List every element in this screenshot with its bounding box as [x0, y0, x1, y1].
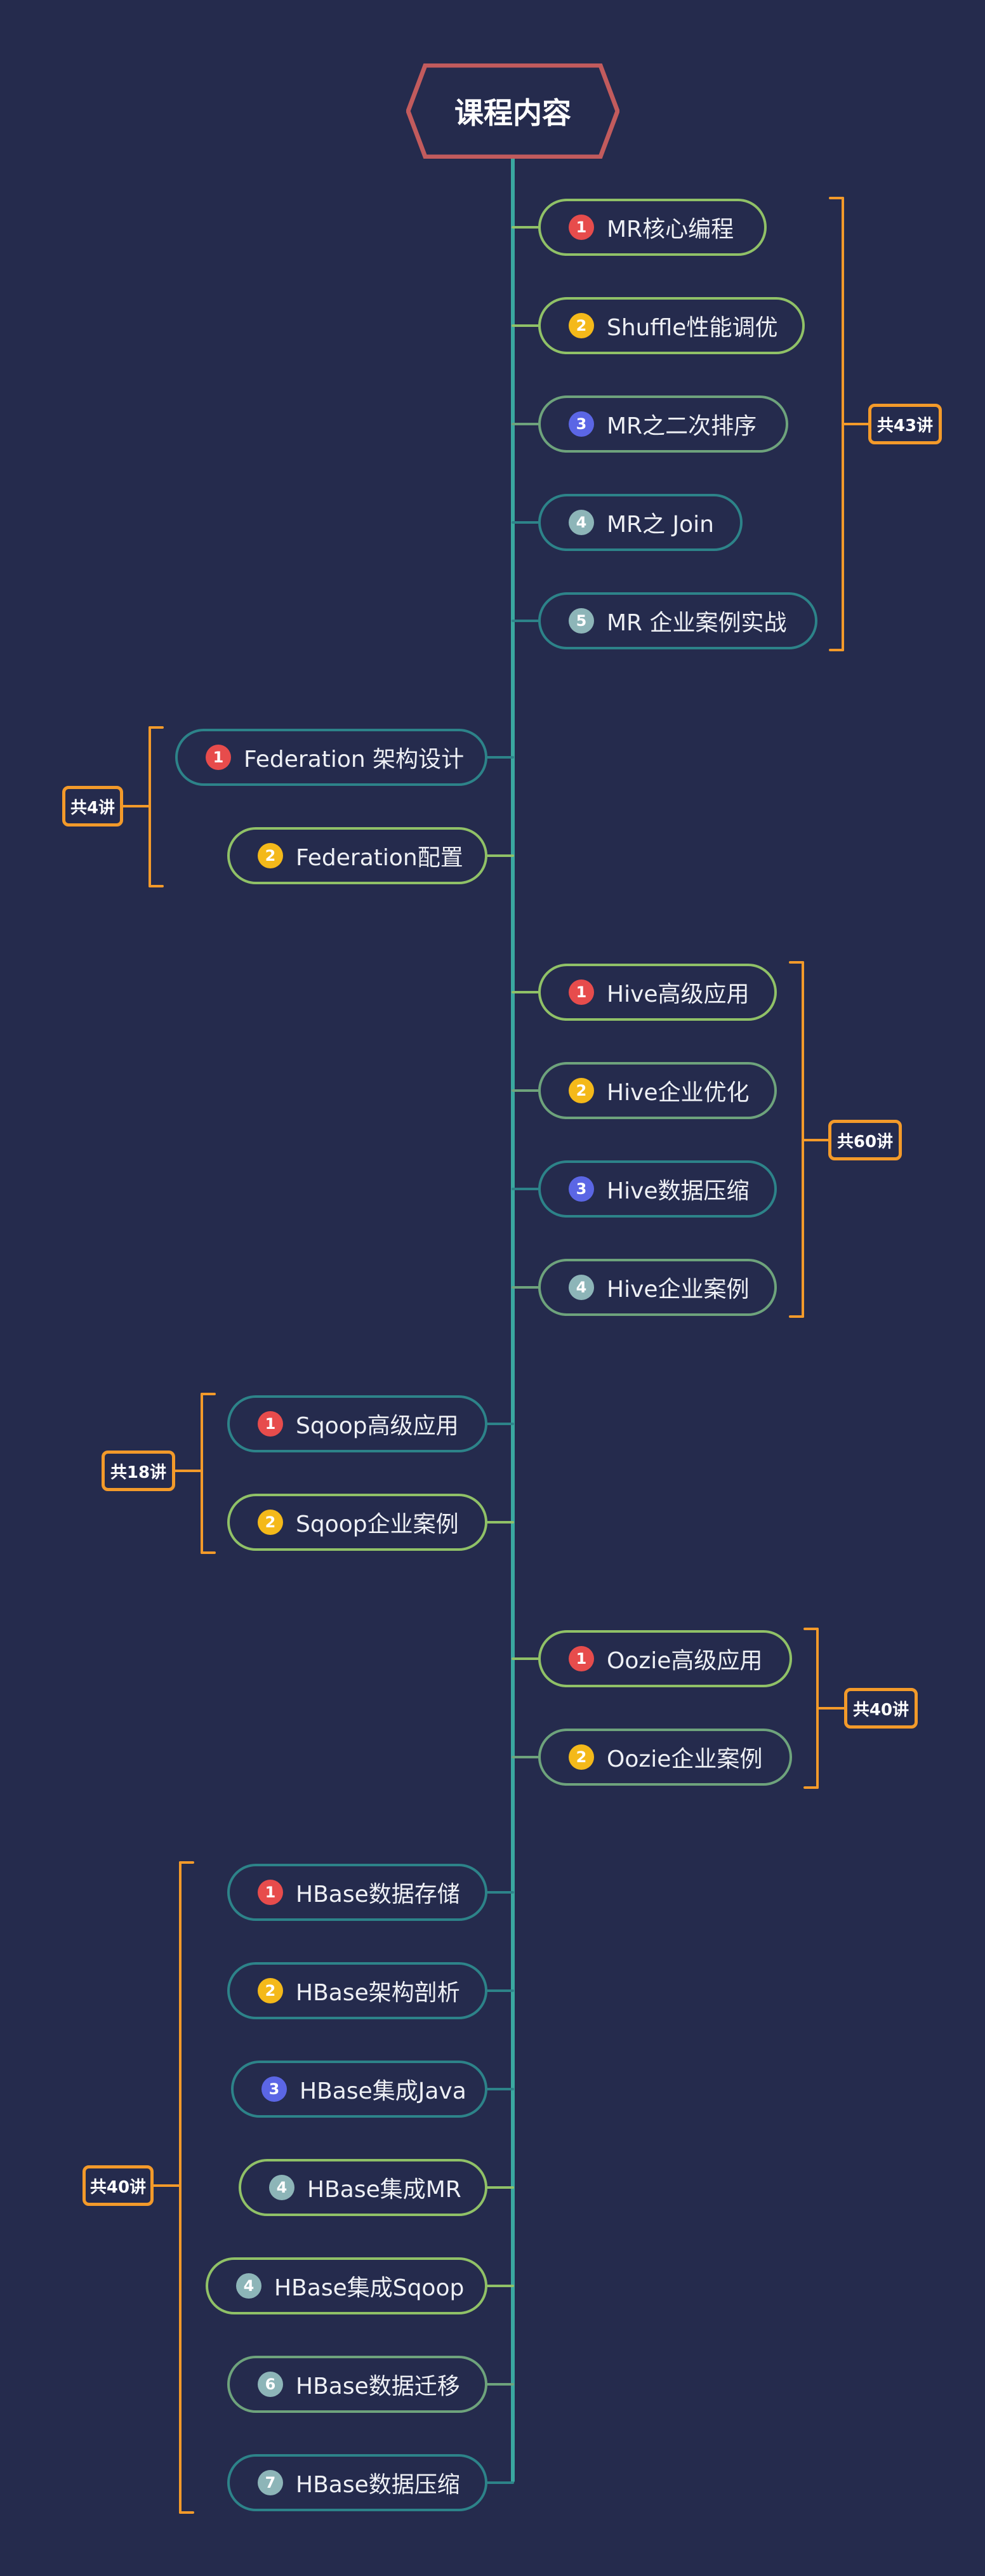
topic-node[interactable]: 5 MR 企业案例实战: [538, 592, 817, 649]
topic-label: Oozie企业案例: [607, 1746, 763, 1772]
root-title: 课程内容: [454, 96, 571, 130]
lecture-total-box[interactable]: 共60讲: [828, 1120, 902, 1160]
lecture-total-box[interactable]: 共40讲: [83, 2165, 154, 2206]
topic-node[interactable]: 1 Hive高级应用: [538, 964, 777, 1021]
number-badge: 3: [569, 411, 594, 437]
number-badge: 2: [258, 1978, 283, 2003]
topic-label: HBase集成Java: [300, 2078, 466, 2104]
topic-node[interactable]: 4 MR之 Join: [538, 494, 743, 551]
topic-node[interactable]: 2 Sqoop企业案例: [227, 1494, 487, 1551]
number-badge: 3: [569, 1176, 594, 1202]
topic-label: HBase数据压缩: [296, 2472, 460, 2498]
number-badge: 4: [269, 2175, 294, 2200]
topic-label: HBase数据迁移: [296, 2374, 460, 2400]
topic-label: MR 企业案例实战: [607, 610, 787, 636]
topic-label: HBase数据存储: [296, 1882, 460, 1908]
root-hexagon-shape: [406, 63, 619, 159]
number-badge: 2: [258, 843, 283, 868]
topic-label: Federation配置: [296, 845, 463, 871]
lecture-total-box[interactable]: 共18讲: [102, 1451, 175, 1491]
topic-label: Hive企业案例: [607, 1277, 750, 1303]
topic-label: Federation 架构设计: [244, 747, 465, 773]
number-badge: 2: [569, 1078, 594, 1103]
root-topic[interactable]: 课程内容: [406, 63, 619, 159]
topic-label: Oozie高级应用: [607, 1648, 763, 1674]
lecture-total-box[interactable]: 共4讲: [62, 786, 123, 827]
topic-node[interactable]: 1 Sqoop高级应用: [227, 1395, 487, 1452]
number-badge: 2: [569, 313, 594, 338]
topic-node[interactable]: 1 HBase数据存储: [227, 1864, 487, 1921]
topic-node[interactable]: 3 Hive数据压缩: [538, 1160, 777, 1218]
number-badge: 1: [569, 215, 594, 240]
number-badge: 7: [258, 2470, 283, 2495]
topic-node[interactable]: 2 Oozie企业案例: [538, 1729, 792, 1786]
topic-label: MR核心编程: [607, 216, 734, 242]
number-badge: 1: [258, 1880, 283, 1905]
topic-label: HBase集成Sqoop: [274, 2275, 465, 2301]
topic-node[interactable]: 4 Hive企业案例: [538, 1259, 777, 1316]
topic-node[interactable]: 4 HBase集成MR: [239, 2159, 487, 2216]
topic-node[interactable]: 2 Shuffle性能调优: [538, 297, 805, 354]
topic-label: MR之二次排序: [607, 413, 757, 439]
topic-node[interactable]: 1 Oozie高级应用: [538, 1630, 792, 1687]
number-badge: 5: [569, 608, 594, 634]
topic-node[interactable]: 4 HBase集成Sqoop: [206, 2257, 487, 2314]
topic-node[interactable]: 6 HBase数据迁移: [227, 2356, 487, 2413]
number-badge: 1: [258, 1411, 283, 1437]
topic-label: Hive数据压缩: [607, 1178, 750, 1204]
topic-label: MR之 Join: [607, 512, 714, 538]
number-badge: 4: [569, 510, 594, 535]
topic-node[interactable]: 7 HBase数据压缩: [227, 2454, 487, 2511]
topic-node[interactable]: 2 Hive企业优化: [538, 1062, 777, 1119]
number-badge: 1: [569, 1646, 594, 1671]
topic-label: Hive高级应用: [607, 981, 750, 1007]
lecture-total-box[interactable]: 共43讲: [868, 404, 942, 444]
topic-node[interactable]: 1 Federation 架构设计: [175, 729, 487, 786]
topic-node[interactable]: 2 Federation配置: [227, 827, 487, 884]
topic-label: Shuffle性能调优: [607, 315, 778, 341]
number-badge: 3: [261, 2076, 287, 2102]
number-badge: 1: [206, 745, 231, 770]
number-badge: 6: [258, 2372, 283, 2397]
number-badge: 4: [236, 2273, 261, 2299]
lecture-total-box[interactable]: 共40讲: [844, 1688, 918, 1729]
number-badge: 2: [569, 1744, 594, 1770]
topic-node[interactable]: 3 MR之二次排序: [538, 395, 788, 453]
topic-label: HBase架构剖析: [296, 1980, 460, 2006]
number-badge: 4: [569, 1275, 594, 1300]
topic-label: Sqoop高级应用: [296, 1413, 459, 1439]
topic-label: HBase集成MR: [307, 2177, 461, 2203]
topic-node[interactable]: 3 HBase集成Java: [231, 2061, 487, 2118]
topic-label: Hive企业优化: [607, 1080, 750, 1106]
topic-node[interactable]: 1 MR核心编程: [538, 199, 767, 256]
topic-node[interactable]: 2 HBase架构剖析: [227, 1962, 487, 2019]
number-badge: 1: [569, 979, 594, 1005]
topic-label: Sqoop企业案例: [296, 1511, 459, 1537]
number-badge: 2: [258, 1510, 283, 1535]
